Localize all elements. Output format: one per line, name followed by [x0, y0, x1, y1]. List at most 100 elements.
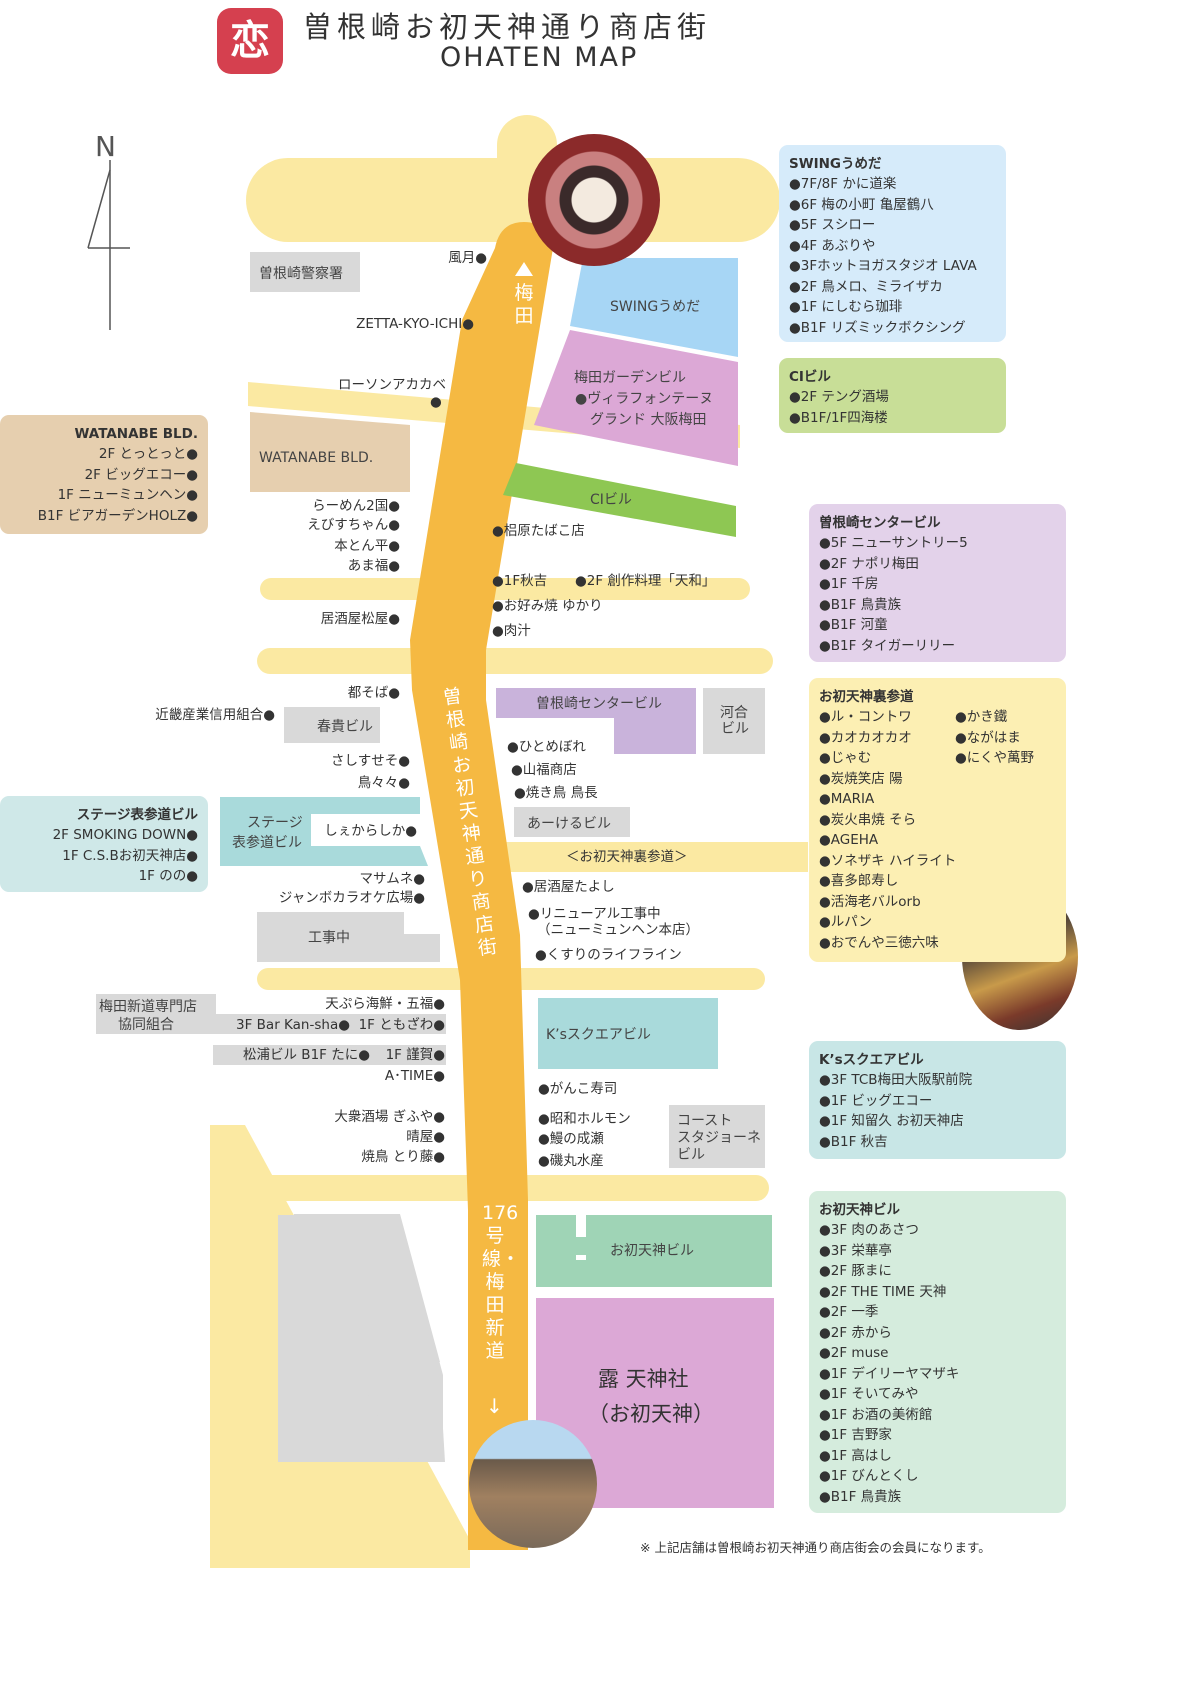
shop-kashihara[interactable]: ●梠原たばこ店 [492, 523, 585, 539]
list-item: ●1F にしむら珈琲 [789, 299, 903, 315]
list-item: ●4F あぶりや [789, 237, 876, 254]
shop-lifeline[interactable]: ●くすりのライフライン [535, 947, 682, 963]
route-label: 176号線・梅田新道 [482, 1202, 521, 1362]
info-box-title: CIビル [789, 369, 831, 385]
building-coast: コースト [677, 1113, 733, 1129]
shop-hitomebore[interactable]: ●ひとめぼれ [507, 739, 586, 755]
shop-hareya[interactable]: 晴屋● [406, 1129, 445, 1145]
info-box-title: お初天神ビル [819, 1202, 900, 1218]
list-item: ●じゃむ [819, 750, 872, 766]
shop-gifuya[interactable]: 大衆酒場 ぎふや● [334, 1109, 445, 1125]
building-kawai: 河合 [720, 705, 748, 721]
list-item: ●3Fホットヨガスタジオ LAVA [789, 258, 977, 274]
ura-sando-label: ＜お初天神裏参道＞ [566, 849, 688, 865]
list-item: ●2F ナポリ梅田 [819, 555, 919, 572]
building-stage: ステージ [247, 815, 303, 831]
list-item: ●2F muse [819, 1345, 889, 1361]
shop-lawson[interactable]: ローソンアカカベ [338, 377, 446, 393]
footnote: ※ 上記店舗は曽根崎お初天神通り商店街会の会員になります。 [640, 1540, 991, 1555]
building-watanabe: WATANABE BLD. [259, 450, 374, 466]
building-ks: K’sスクエアビル [546, 1027, 651, 1043]
shop-fugetsu[interactable]: 風月● [448, 250, 487, 266]
list-item: ●2F THE TIME 天神 [819, 1283, 947, 1300]
info-box-swing: SWINGうめだ ●7F/8F かに道楽 ●6F 梅の小町 亀屋鶴八 ●5F ス… [779, 145, 1006, 342]
shop-kinki[interactable]: 近畿産業信用組合● [155, 707, 275, 723]
list-item: ●AGEHA [819, 832, 879, 848]
info-box-ks: K’sスクエアビル ●3F TCB梅田大阪駅前院 ●1F ビッグエコー ●1F … [809, 1041, 1066, 1159]
shop-amafuku[interactable]: あま福● [347, 558, 400, 574]
shop-yukari[interactable]: ●お好み焼 ゆかり [492, 598, 603, 614]
shop-kinga[interactable]: 1F 謹賀● [385, 1047, 445, 1063]
shop-tenwa[interactable]: ●2F 創作料理「天和」 [575, 573, 716, 589]
shop-gankozushi[interactable]: ●がんこ寿司 [538, 1081, 618, 1097]
list-item: ●1F びんとくし [819, 1468, 919, 1484]
shop-torinaga[interactable]: ●焼き鳥 鳥長 [514, 785, 598, 801]
list-item: ●2F 豚まに [819, 1263, 892, 1279]
building-coast-3: ビル [677, 1147, 705, 1163]
building-sonezaki-center: 曽根崎センタービル [536, 696, 662, 712]
shop-tayoshi[interactable]: ●居酒屋たよし [522, 879, 615, 895]
shop-renewal-note: （ニューミュンヘン本店） [537, 922, 699, 938]
building-ci: CIビル [590, 492, 632, 508]
building-garden-hotel-2: グランド 大阪梅田 [590, 412, 707, 428]
list-item: ●1F デイリーヤマザキ [819, 1365, 960, 1382]
list-item: ●おでんや三徳六味 [819, 934, 939, 951]
list-item: ●B1F 鳥貴族 [819, 1488, 902, 1505]
list-item: ●6F 梅の小町 亀屋鶴八 [789, 196, 934, 213]
shop-ramen[interactable]: らーめん2国● [312, 498, 400, 514]
info-box-stage: ステージ表参道ビル 2F SMOKING DOWN● 1F C.S.Bお初天神店… [0, 796, 208, 892]
list-item: ●5F ニューサントリー5 [819, 535, 968, 551]
shop-tomozawa[interactable]: 1F ともざわ● [358, 1017, 445, 1033]
route-arrow-icon: ↓ [486, 1394, 503, 1418]
north-label: N [95, 130, 116, 163]
shop-matsuya[interactable]: 居酒屋松屋● [320, 611, 400, 627]
shop-shekara[interactable]: しぇからしか● [324, 823, 417, 839]
shop-sashisuseso[interactable]: さしすせそ● [330, 753, 410, 769]
shop-torifuji[interactable]: 焼鳥 とり藤● [361, 1149, 445, 1165]
list-item: ●2F 鳥メロ、ミライザカ [789, 278, 943, 295]
building-kawai-2: ビル [721, 721, 749, 737]
list-item: ●MARIA [819, 791, 875, 807]
list-item: ●3F TCB梅田大阪駅前院 [819, 1072, 973, 1088]
shop-masamune[interactable]: マサムネ● [359, 871, 425, 887]
shop-jumbo[interactable]: ジャンボカラオケ広場● [278, 890, 425, 906]
list-item: ●活海老バルorb [819, 893, 921, 910]
list-item: ●3F 栄華亭 [819, 1242, 892, 1259]
shop-showa[interactable]: ●昭和ホルモン [538, 1111, 631, 1127]
shop-hontonpei[interactable]: 本とん平● [334, 538, 400, 554]
shop-naruse[interactable]: ●鰻の成瀬 [538, 1131, 604, 1147]
list-item: ●1F 高はし [819, 1447, 892, 1464]
shop-renewal[interactable]: ●リニューアル工事中 [528, 906, 661, 922]
list-item: ●1F 千房 [819, 576, 879, 592]
info-box-watanabe: WATANABE BLD. 2F とっとっと● 2F ビッグエコー● 1F ニュ… [0, 415, 208, 534]
info-box-center: 曽根崎センタービル ●5F ニューサントリー5 ●2F ナポリ梅田 ●1F 千房… [809, 504, 1066, 662]
shop-matsuura[interactable]: 松浦ビル B1F たに● [243, 1047, 370, 1063]
list-item: ●1F そいてみや [819, 1386, 919, 1402]
shop-kansha[interactable]: 3F Bar Kan-sha● [236, 1017, 350, 1033]
shop-toritori[interactable]: 鳥々々● [357, 775, 410, 791]
list-item: ●B1F リズミックボクシング [789, 319, 966, 336]
building-police: 曽根崎警察署 [259, 266, 343, 282]
shop-akiyoshi[interactable]: ●1F秋吉 [492, 573, 548, 589]
building-stage-2: 表参道ビル [232, 835, 302, 851]
list-item: ●1F 知留久 お初天神店 [819, 1113, 964, 1129]
page-subtitle: OHATEN MAP [440, 42, 639, 73]
shop-zetta[interactable]: ZETTA-KYO-ICHI● [356, 316, 474, 332]
info-box-title: K’sスクエアビル [819, 1052, 924, 1068]
umeda-arrow-icon [515, 262, 533, 276]
list-item: ●かき鐵 [955, 709, 1008, 725]
building-haruki: 春貴ビル [317, 719, 373, 735]
shop-atime[interactable]: A･TIME● [384, 1068, 445, 1084]
shop-tempura[interactable]: 天ぷら海鮮・五福● [325, 996, 445, 1012]
list-item: ●B1F 秋吉 [819, 1133, 888, 1150]
list-item: ●2F 赤から [819, 1324, 892, 1341]
shop-miyako[interactable]: 都そば● [347, 685, 400, 701]
shop-ebisu[interactable]: えびすちゃん● [307, 517, 400, 533]
info-box-title: ステージ表参道ビル [76, 807, 198, 823]
shop-yamafuku[interactable]: ●山福商店 [511, 762, 577, 778]
info-box-ohatenjin: お初天神ビル ●3F 肉のあさつ ●3F 栄華亭 ●2F 豚まに ●2F THE… [809, 1191, 1066, 1513]
info-box-title: WATANABE BLD. [74, 426, 198, 442]
shop-nikujiru[interactable]: ●肉汁 [492, 623, 531, 639]
shop-isomaru[interactable]: ●磯丸水産 [538, 1153, 604, 1169]
list-item: ●7F/8F かに道楽 [789, 176, 897, 192]
